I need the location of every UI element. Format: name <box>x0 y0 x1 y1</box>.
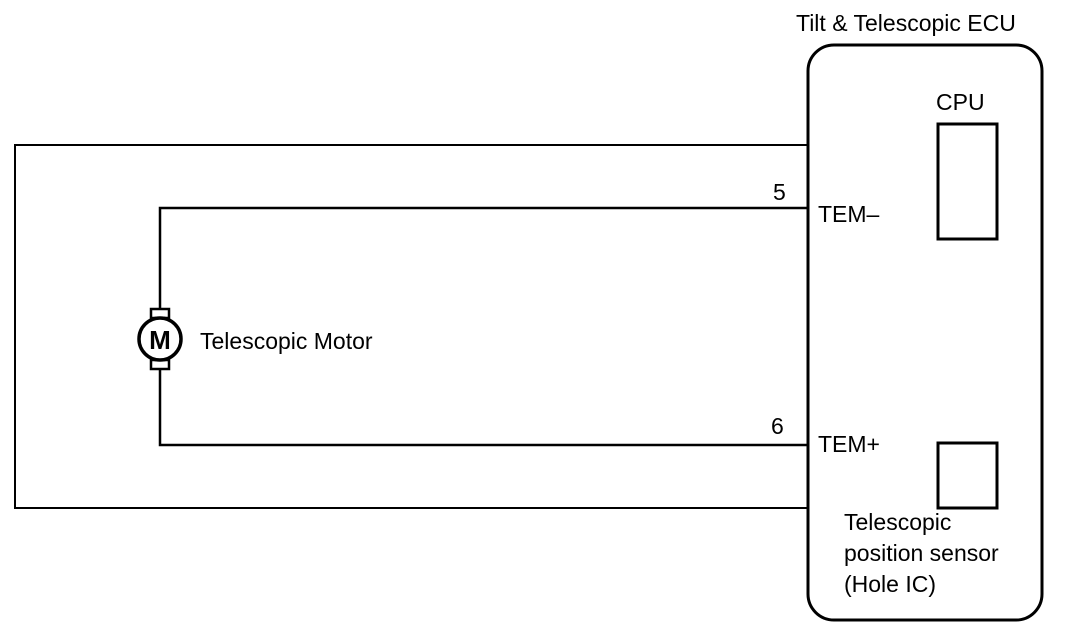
ecu-title: Tilt & Telescopic ECU <box>796 10 1016 36</box>
position-sensor-label: Telescopic position sensor (Hole IC) <box>844 509 1005 597</box>
position-sensor-label-line-1: Telescopic <box>844 509 951 535</box>
outer-wire <box>14 144 808 509</box>
pin-number-6: 6 <box>771 413 784 439</box>
position-sensor-label-line-2: position sensor <box>844 540 999 566</box>
wire-tem-minus <box>158 206 808 310</box>
wire-tem-plus <box>158 370 808 447</box>
position-sensor-label-line-3: (Hole IC) <box>844 571 936 597</box>
cpu-block <box>936 122 999 241</box>
terminal-tem-minus: TEM– <box>818 201 880 227</box>
terminal-tem-plus: TEM+ <box>818 431 880 457</box>
cpu-label: CPU <box>936 89 985 115</box>
motor-circle <box>137 316 183 362</box>
position-sensor-block <box>936 441 999 510</box>
motor-symbol: M <box>137 307 183 371</box>
pin-number-5: 5 <box>773 179 786 205</box>
ecu-box <box>806 43 1044 622</box>
motor-label: Telescopic Motor <box>200 328 373 354</box>
motor-letter: M <box>149 325 171 355</box>
